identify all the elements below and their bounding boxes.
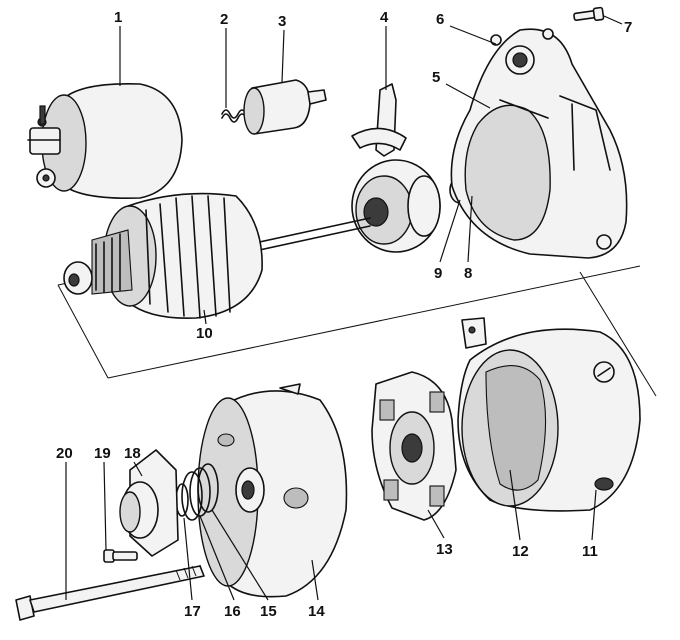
label-8: 8 [464, 265, 472, 282]
label-19: 19 [94, 445, 111, 462]
label-3: 3 [278, 13, 286, 30]
label-10: 10 [196, 325, 213, 342]
label-17: 17 [184, 603, 201, 620]
part-housing-screw [573, 6, 605, 22]
part-end-cover [197, 383, 348, 598]
label-4: 4 [380, 9, 389, 26]
label-5: 5 [432, 69, 440, 86]
part-armature [63, 192, 371, 319]
label-12: 12 [512, 543, 529, 560]
part-bearing-cap [119, 449, 179, 557]
leader-lines [65, 15, 623, 601]
label-1: 1 [114, 9, 122, 26]
label-6: 6 [436, 11, 444, 28]
part-pinion-clutch [351, 159, 441, 253]
part-labels: 1 2 3 4 5 6 7 8 9 10 11 12 13 14 15 16 1… [56, 9, 632, 620]
part-brush-holder [371, 371, 457, 521]
label-11: 11 [582, 543, 598, 560]
part-small-screw [103, 549, 138, 563]
part-drive-end-housing [450, 28, 628, 259]
label-18: 18 [124, 445, 141, 462]
label-7: 7 [624, 19, 632, 36]
label-13: 13 [436, 541, 453, 558]
label-16: 16 [224, 603, 241, 620]
label-9: 9 [434, 265, 442, 282]
part-engaging-lever [351, 83, 407, 157]
part-through-bolt [15, 564, 205, 621]
part-plunger [243, 79, 327, 135]
part-solenoid [27, 83, 183, 200]
label-14: 14 [308, 603, 325, 620]
label-20: 20 [56, 445, 73, 462]
part-commutator-end-housing [457, 317, 641, 512]
label-15: 15 [260, 603, 277, 620]
label-2: 2 [220, 11, 228, 28]
